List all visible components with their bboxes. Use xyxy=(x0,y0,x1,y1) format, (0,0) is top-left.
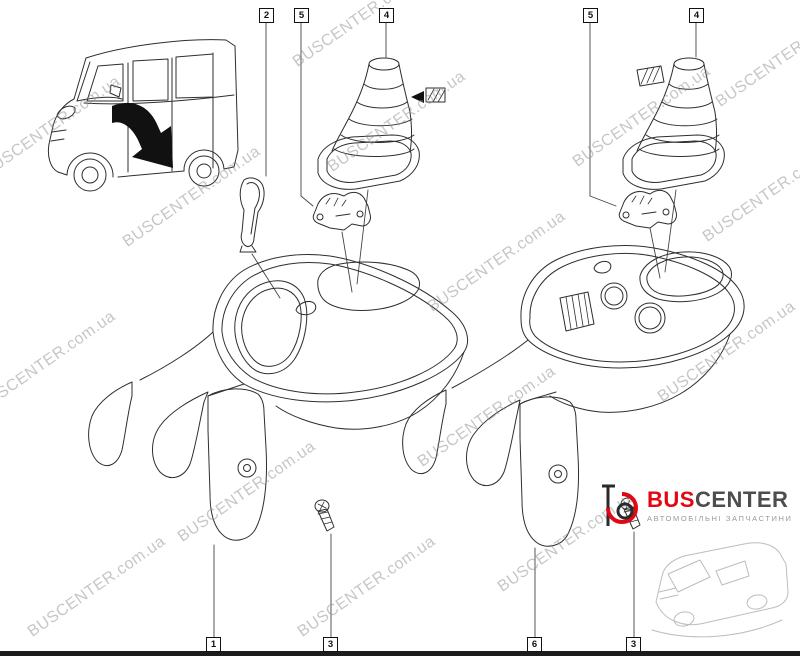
buscenter-logo: BUSCENTER АВТОМОБІЛЬНІ ЗАПЧАСТИНИ xyxy=(596,482,793,530)
logo-brand-center: CENTER xyxy=(694,487,789,512)
mount-flap-outer xyxy=(402,389,447,474)
gear-boot-right xyxy=(622,57,725,190)
logo-subtitle: АВТОМОБІЛЬНІ ЗАПЧАСТИНИ xyxy=(647,514,793,523)
callout-5-right[interactable]: 5 xyxy=(583,8,598,23)
cup-holder-large xyxy=(634,302,666,334)
bottom-border xyxy=(0,651,800,656)
screw-left xyxy=(314,499,335,532)
logo-brand-bus: BUS xyxy=(647,487,695,512)
logo-text-block: BUSCENTER АВТОМОБІЛЬНІ ЗАПЧАСТИНИ xyxy=(647,489,793,524)
console-right xyxy=(402,244,745,547)
vehicle-thumbnail xyxy=(47,39,239,192)
logo-brand: BUSCENTER xyxy=(647,489,793,511)
tray-opening xyxy=(317,261,421,311)
mount-flap-inner xyxy=(466,399,521,487)
clip-hole xyxy=(548,464,568,484)
clip-tag-left xyxy=(425,87,446,103)
callout-5-left[interactable]: 5 xyxy=(294,8,309,23)
clip-arrow xyxy=(411,91,424,103)
logo-emblem-icon xyxy=(602,484,638,526)
logo-van-sketch xyxy=(651,542,789,638)
callout-2[interactable]: 2 xyxy=(259,8,274,23)
console-location-arrow xyxy=(112,102,173,168)
callout-4-right[interactable]: 4 xyxy=(689,8,704,23)
console-left xyxy=(88,254,468,541)
leader-lines xyxy=(213,22,697,638)
bracket-left xyxy=(312,191,371,231)
callout-6[interactable]: 6 xyxy=(527,637,542,652)
lever-part xyxy=(239,177,265,253)
mount-flap-inner xyxy=(152,391,209,479)
small-recess xyxy=(593,260,612,274)
callout-3-right[interactable]: 3 xyxy=(626,637,641,652)
callout-1[interactable]: 1 xyxy=(206,637,221,652)
front-face xyxy=(519,396,579,547)
cup-holder-small xyxy=(600,282,628,310)
vent-grille xyxy=(559,291,595,332)
bracket-right xyxy=(618,189,677,229)
gear-boot-left xyxy=(317,57,446,190)
mount-flap-outer xyxy=(88,381,133,466)
shifter-opening xyxy=(639,251,732,303)
clip-tag-right xyxy=(636,65,665,87)
clip-hole xyxy=(237,458,257,478)
callout-3-left[interactable]: 3 xyxy=(323,637,338,652)
front-face xyxy=(207,388,267,541)
small-recess xyxy=(295,301,317,316)
callout-4-left[interactable]: 4 xyxy=(379,8,394,23)
shifter-opening xyxy=(234,280,308,375)
